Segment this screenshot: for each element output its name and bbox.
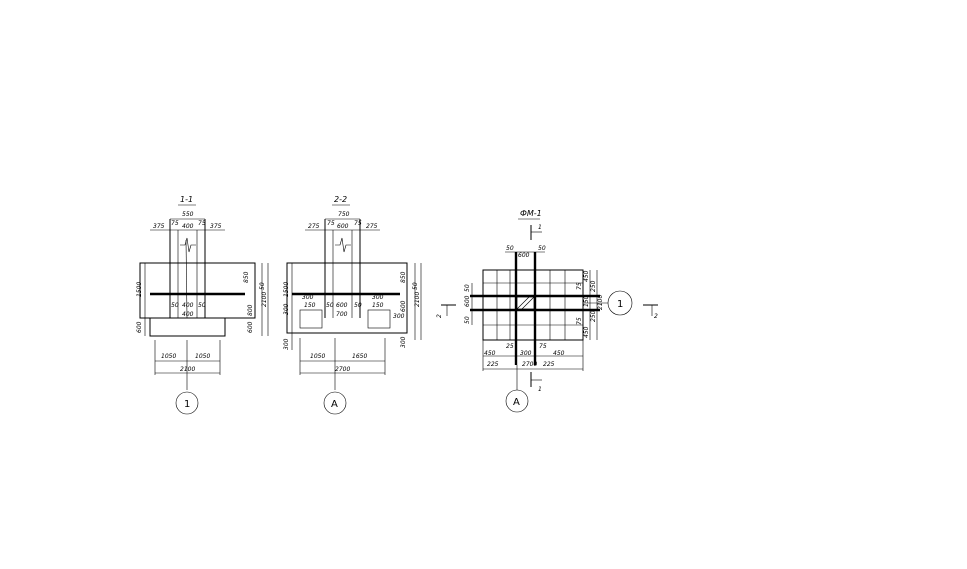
dim-label: 850 [400,271,407,283]
dim-label: 2100 [414,292,421,307]
dim-label: 2100 [261,292,268,307]
cut-label: 1 [538,386,542,393]
dim-label: 800 [247,304,254,316]
dim-label: 550 [182,211,194,218]
axis-bubble [505,389,529,413]
dim-label: 850 [243,271,250,283]
dim-label: 275 [308,223,320,230]
dim-label: 75 [327,220,335,227]
break-symbol [335,237,351,253]
pocket-right [367,309,391,329]
dim-label: 50 [464,284,471,292]
dim-label: 2100 [180,366,195,373]
dim-label: 450 [583,326,590,338]
axis-bubble [175,391,199,415]
dim-label: 750 [338,211,350,218]
dim-label: 600 [136,321,143,333]
dim-label: 50 [506,245,514,252]
dim-label: 1650 [352,353,367,360]
cut-label: 2 [654,313,658,320]
dim-label: 300 [393,313,405,320]
foundation-base [149,318,226,337]
dim-label: 25 [506,343,514,350]
dim-label: 75 [576,317,583,325]
dim-label: 75 [198,220,206,227]
dim-label: 400 [182,311,194,318]
dim-label: 50 [326,302,334,309]
cut-label: 2 [436,314,443,318]
pocket-left [299,309,323,329]
axis-bubble [607,290,633,316]
dim-label: 50 [354,302,362,309]
dim-label: 300 [372,294,384,301]
dim-label: 600 [337,223,349,230]
dim-label: 250 [590,280,597,292]
dim-label: 50 [171,302,179,309]
dim-label: 225 [487,361,499,368]
dim-label: 50 [538,245,546,252]
dim-label: 275 [366,223,378,230]
dim-label: 300 [520,350,532,357]
dim-label: 450 [553,350,565,357]
dim-label: 150 [304,302,316,309]
foundation-slab [139,262,256,319]
dim-label: 2100 [597,295,604,310]
dim-label: 1050 [195,353,210,360]
dim-label: 1500 [283,282,290,297]
break-symbol [180,237,196,253]
dim-label: 1500 [136,282,143,297]
dim-label: 450 [484,350,496,357]
dim-label: 50 [412,282,419,290]
dim-label: 250 [590,310,597,322]
dim-label: 75 [539,343,547,350]
dim-label: 400 [182,223,194,230]
dim-label: 2700 [335,366,350,373]
dim-label: 375 [153,223,165,230]
dim-label: 600 [518,252,530,259]
dim-label: 300 [283,303,290,315]
dim-label: 1050 [310,353,325,360]
section-1-1-title: 1-1 [180,195,193,204]
dim-label: 50 [464,316,471,324]
dim-label: 75 [354,220,362,227]
hatch-line [516,296,530,310]
dim-label: 375 [210,223,222,230]
section-2-2-title: 2-2 [334,195,347,204]
axis-label: 1 [184,399,190,410]
dim-label: 1050 [161,353,176,360]
dim-label: 600 [400,300,407,312]
dim-label: 300 [400,336,407,348]
dim-label: 75 [171,220,179,227]
dim-label: 75 [576,282,583,290]
dim-label: 600 [336,302,348,309]
dim-label: 300 [302,294,314,301]
dim-label: 600 [464,295,471,307]
axis-label: A [331,399,338,410]
dim-label: 2700 [522,361,537,368]
section-2-2: 2-2 750 275 75 600 75 275 300 150 50 600… [283,195,422,415]
axis-bubble [323,391,347,415]
plan-fm-1: ФМ-1 1 1 2 2 50 600 50 [436,209,658,413]
axis-label: A [513,397,520,408]
dim-label: 700 [336,311,348,318]
section-1-1: 1-1 550 375 75 400 75 375 50 400 50 400 … [136,195,269,415]
dim-label: 50 [259,282,266,290]
dim-label: 450 [583,270,590,282]
column-hatch [516,296,535,310]
cut-label: 1 [538,224,542,231]
column-axis [185,239,188,319]
plan-title: ФМ-1 [520,209,542,218]
dim-label: 150 [583,295,590,307]
dim-label: 50 [198,302,206,309]
dim-label: 150 [372,302,384,309]
dim-label: 300 [283,338,290,350]
hatch-line [521,296,535,310]
dim-label: 600 [247,321,254,333]
dim-label: 225 [543,361,555,368]
axis-label: 1 [617,299,623,310]
plan-outline [482,269,584,341]
dim-label: 400 [182,302,194,309]
